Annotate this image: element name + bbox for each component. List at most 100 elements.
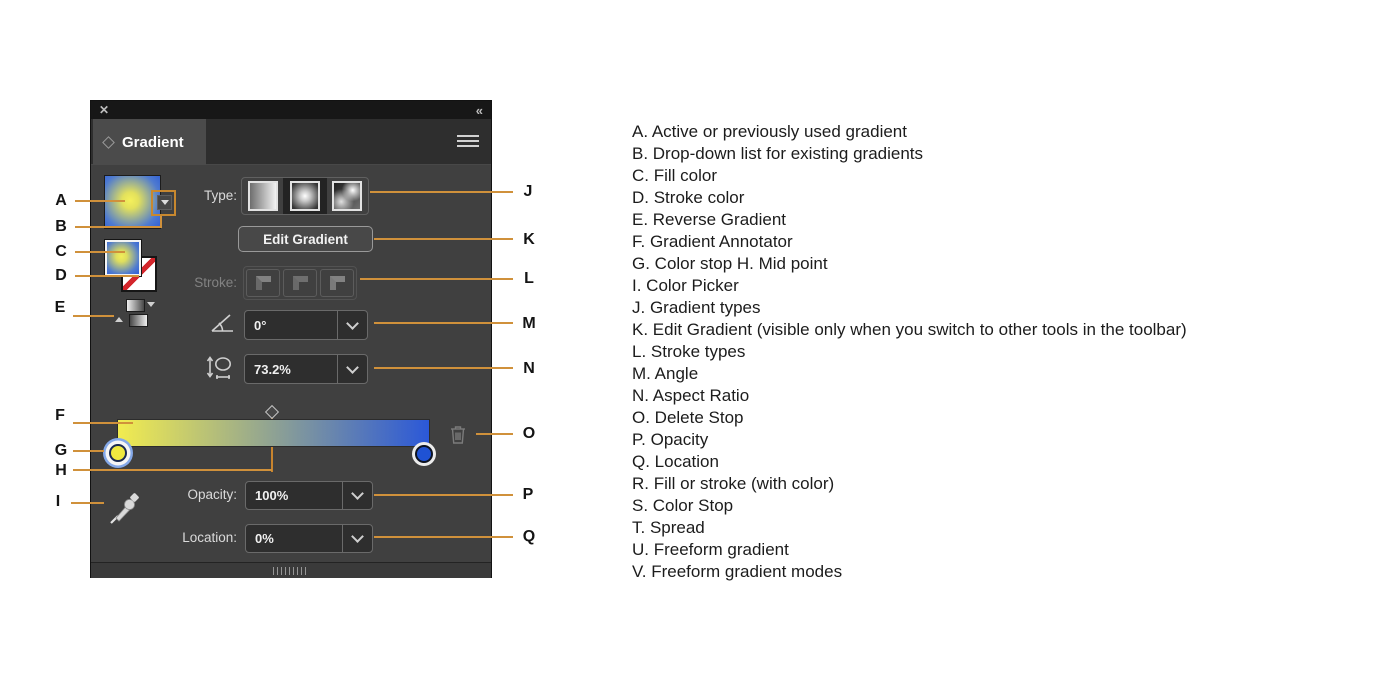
callout-letter-l: L xyxy=(524,270,534,287)
gradient-midpoint-handle[interactable] xyxy=(264,404,280,420)
resize-grip[interactable] xyxy=(273,567,309,575)
callout-letter-g: G xyxy=(54,442,68,459)
callout-letter-n: N xyxy=(523,360,535,377)
panel-menu-icon[interactable] xyxy=(457,135,479,150)
dropdown-arrow-icon xyxy=(160,200,169,205)
callout-line-f xyxy=(73,422,133,424)
aspect-ratio-icon xyxy=(206,353,234,381)
type-radial-selected-pad xyxy=(283,178,327,214)
stroke-across-button[interactable] xyxy=(320,269,354,297)
type-radial-button[interactable] xyxy=(290,181,320,211)
panel-toggle-icon[interactable] xyxy=(102,135,115,149)
legend-item: B. Drop-down list for existing gradients xyxy=(632,144,924,163)
callout-line-d xyxy=(75,275,139,277)
angle-field[interactable]: 0° xyxy=(244,310,368,340)
callout-line-h xyxy=(73,469,272,471)
callout-letter-i: I xyxy=(55,493,61,510)
callout-line-b-vertical xyxy=(160,216,162,228)
delete-stop-icon[interactable] xyxy=(449,424,467,445)
callout-letter-a: A xyxy=(55,192,67,209)
collapse-panel-icon[interactable]: « xyxy=(475,102,483,118)
callout-letter-p: P xyxy=(522,486,534,503)
gradient-dropdown-button[interactable] xyxy=(157,195,172,210)
callout-line-j xyxy=(370,191,513,193)
chevron-down-icon xyxy=(351,530,364,543)
color-picker-icon[interactable] xyxy=(105,490,141,528)
aspect-ratio-field[interactable]: 73.2% xyxy=(244,354,368,384)
stroke-along-button[interactable] xyxy=(283,269,317,297)
callout-letter-q: Q xyxy=(522,528,536,545)
callout-letter-c: C xyxy=(55,243,67,260)
callout-letter-k: K xyxy=(523,231,535,248)
legend-item: E. Reverse Gradient xyxy=(632,210,787,229)
fill-color-swatch[interactable] xyxy=(104,239,142,277)
legend-item: C. Fill color xyxy=(632,166,718,185)
close-icon[interactable]: ✕ xyxy=(99,103,110,117)
legend-item: V. Freeform gradient modes xyxy=(632,562,843,581)
callout-letter-d: D xyxy=(55,267,67,284)
aspect-ratio-value[interactable]: 73.2% xyxy=(254,361,291,377)
panel-statusbar xyxy=(91,562,491,578)
legend-item: G. Color stop H. Mid point xyxy=(632,254,828,273)
callout-line-e xyxy=(73,315,114,317)
callout-line-o xyxy=(476,433,513,435)
location-label: Location: xyxy=(182,530,237,545)
chevron-down-icon xyxy=(346,360,359,374)
type-linear-button[interactable] xyxy=(248,181,278,211)
callout-line-p xyxy=(374,494,513,496)
callout-letter-j: J xyxy=(523,183,533,200)
callout-line-b xyxy=(75,226,162,228)
callout-line-n xyxy=(374,367,513,369)
location-field[interactable]: 0% xyxy=(245,524,373,553)
callout-line-a xyxy=(75,200,125,202)
tab-gradient[interactable]: Gradient xyxy=(93,119,206,165)
aspect-ratio-dropdown[interactable] xyxy=(337,355,367,383)
edit-gradient-button[interactable]: Edit Gradient xyxy=(238,226,373,252)
angle-icon xyxy=(210,311,235,334)
location-value[interactable]: 0% xyxy=(255,531,274,546)
stroke-within-button[interactable] xyxy=(246,269,280,297)
type-freeform-button[interactable] xyxy=(332,181,362,211)
legend-item: A. Active or previously used gradient xyxy=(632,122,907,141)
chevron-down-icon xyxy=(346,316,359,330)
callout-letter-m: M xyxy=(522,315,536,332)
legend-item: D. Stroke color xyxy=(632,188,745,207)
callout-letter-o: O xyxy=(522,425,536,442)
reverse-gradient-icon[interactable] xyxy=(115,299,157,327)
legend: A. Active or previously used gradient B.… xyxy=(632,121,1187,583)
color-stop-blue[interactable] xyxy=(415,445,433,463)
callout-letter-e: E xyxy=(54,299,66,316)
legend-item: S. Color Stop xyxy=(632,496,734,515)
gradient-slider-bar[interactable] xyxy=(117,419,430,447)
legend-item: P. Opacity xyxy=(632,430,709,449)
opacity-dropdown[interactable] xyxy=(342,482,372,509)
callout-letter-h: H xyxy=(55,462,67,479)
callout-line-k xyxy=(374,238,513,240)
panel-titlebar: ✕ « xyxy=(91,101,491,119)
chevron-down-icon xyxy=(351,487,364,500)
legend-item: O. Delete Stop xyxy=(632,408,744,427)
stroke-label: Stroke: xyxy=(194,275,237,290)
callout-line-c xyxy=(75,251,125,253)
opacity-field[interactable]: 100% xyxy=(245,481,373,510)
legend-item: Q. Location xyxy=(632,452,719,471)
callout-letter-f: F xyxy=(55,407,65,424)
opacity-value[interactable]: 100% xyxy=(255,488,289,503)
legend-item: U. Freeform gradient xyxy=(632,540,789,559)
callout-line-l xyxy=(360,278,513,280)
legend-item: M. Angle xyxy=(632,364,699,383)
opacity-label: Opacity: xyxy=(187,487,237,502)
stroke-type-group xyxy=(243,266,357,300)
color-stop-yellow[interactable] xyxy=(109,444,127,462)
callout-line-q xyxy=(374,536,513,538)
panel-tab-row: Gradient xyxy=(91,119,491,165)
angle-value[interactable]: 0° xyxy=(254,317,267,333)
legend-item: T. Spread xyxy=(632,518,705,537)
legend-item: R. Fill or stroke (with color) xyxy=(632,474,835,493)
angle-dropdown[interactable] xyxy=(337,311,367,339)
legend-item: F. Gradient Annotator xyxy=(632,232,793,251)
callout-line-g xyxy=(73,450,104,452)
callout-line-i xyxy=(71,502,104,504)
location-dropdown[interactable] xyxy=(342,525,372,552)
